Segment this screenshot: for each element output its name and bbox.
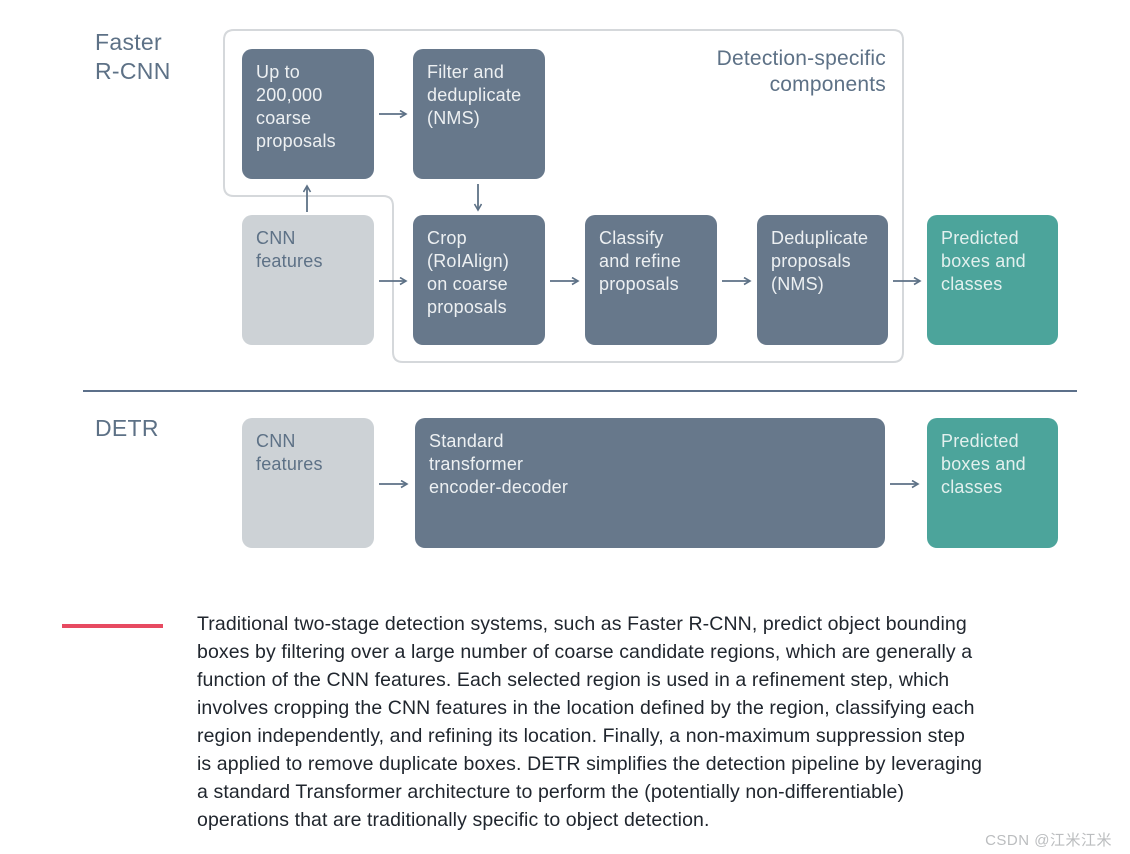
box-filter-deduplicate-nms: Filter and deduplicate (NMS) (413, 49, 545, 179)
watermark: CSDN @江米江米 (985, 832, 1112, 849)
faster-rcnn-label: Faster R-CNN (95, 29, 171, 84)
box-deduplicate-proposals-nms: Deduplicate proposals (NMS) (757, 215, 888, 345)
box-classify-refine: Classify and refine proposals (585, 215, 717, 345)
detr-label: DETR (95, 415, 159, 441)
box-transformer-encoder-decoder: Standard transformer encoder-decoder (415, 418, 885, 548)
box-predicted-boxes-faster-rcnn: Predicted boxes and classes (927, 215, 1058, 345)
section-divider (83, 390, 1077, 392)
box-crop-roialign: Crop (RoIAlign) on coarse proposals (413, 215, 545, 345)
caption-accent-line (62, 624, 163, 628)
box-predicted-boxes-detr: Predicted boxes and classes (927, 418, 1058, 548)
box-cnn-features-faster-rcnn: CNN features (242, 215, 374, 345)
detection-specific-components-label: Detection-specific components (716, 47, 886, 96)
caption-text: Traditional two-stage detection systems,… (197, 613, 983, 831)
box-cnn-features-detr: CNN features (242, 418, 374, 548)
box-coarse-proposals: Up to 200,000 coarse proposals (242, 49, 374, 179)
